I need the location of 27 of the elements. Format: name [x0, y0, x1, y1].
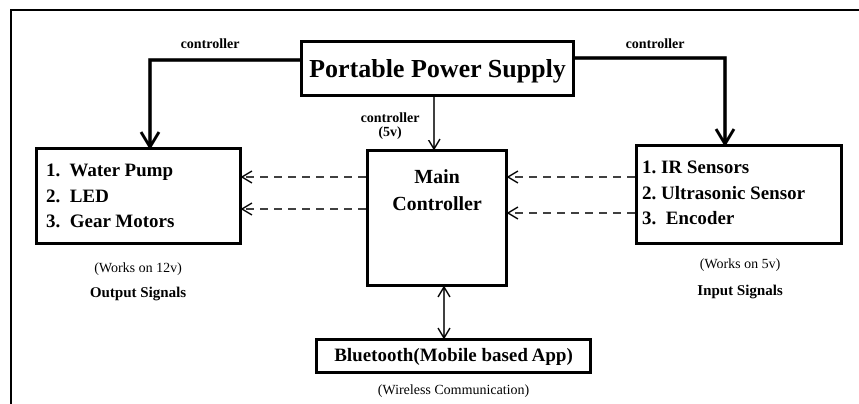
block-text: Main Controller: [392, 165, 482, 217]
arrow: [437, 286, 451, 339]
arrow: [507, 170, 635, 184]
block-text: 3. Encoder: [642, 207, 734, 232]
block-text: 2. LED: [46, 184, 109, 209]
block-box: [300, 40, 575, 97]
block-box: [315, 338, 592, 374]
block-caption: Input Signals: [696, 282, 784, 301]
block-text: 1. Water Pump: [46, 159, 174, 183]
block-box: [366, 149, 508, 287]
block-text: 3. Gear Motors: [46, 210, 174, 234]
block-note: (Works on 5v): [698, 256, 782, 274]
block-text: Bluetooth(Mobile based App): [334, 344, 573, 368]
block-text: 2. Ultrasonic Sensor: [642, 182, 806, 206]
block-text: Portable Power Supply: [309, 52, 566, 85]
block-note: (Works on 12v): [93, 260, 183, 278]
arrow: [575, 56, 736, 146]
block-box: [35, 147, 242, 245]
arrow: [241, 202, 366, 216]
block-caption: Output Signals: [88, 284, 188, 303]
arrow: [241, 170, 366, 184]
arrow: [140, 58, 300, 148]
block-box: [635, 144, 843, 245]
arrow: [427, 97, 441, 150]
arrow: [507, 206, 635, 220]
block-note: (Wireless Communication): [376, 382, 530, 400]
block-text: 1. IR Sensors: [642, 156, 750, 180]
